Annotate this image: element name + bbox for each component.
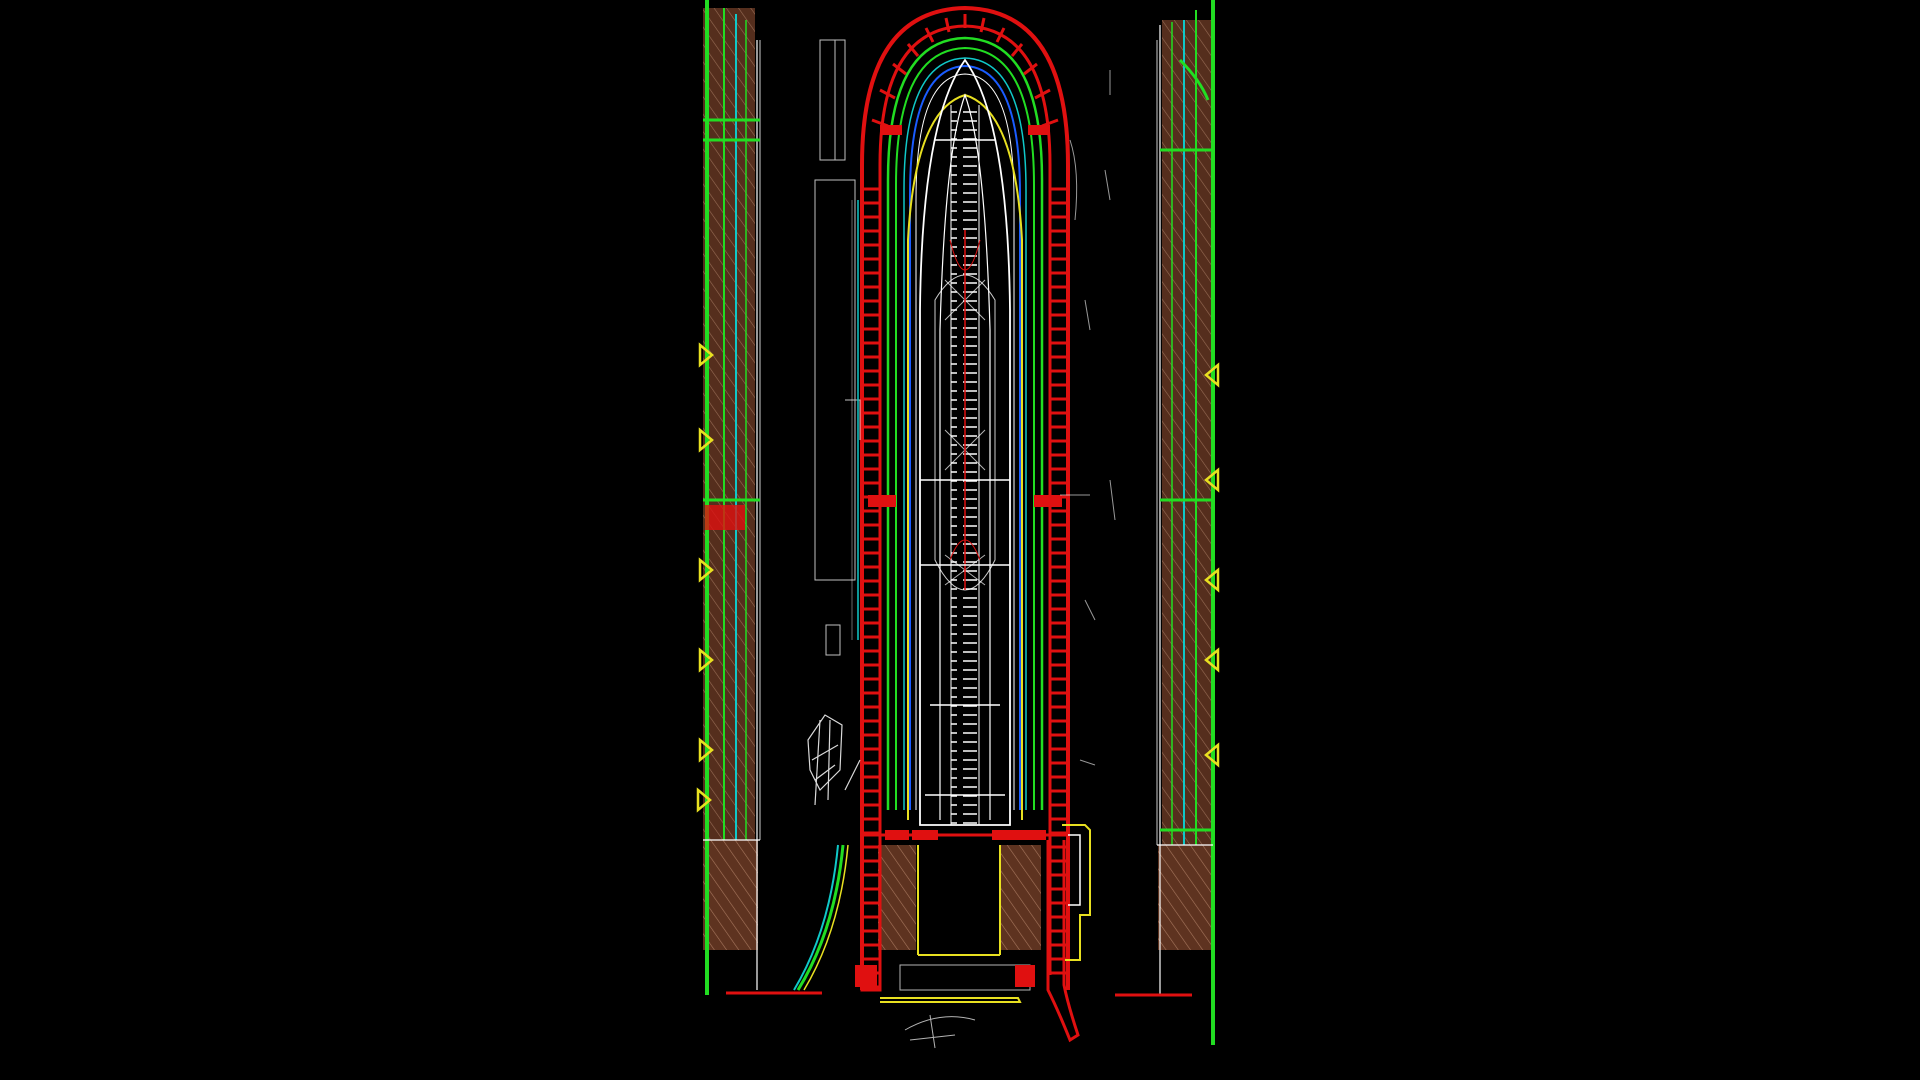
- vessel-hull: [919, 58, 1011, 826]
- dock-gate-structures: [855, 824, 1091, 1049]
- left-quay-wall: [696, 0, 822, 995]
- dry-dock-outline: [793, 5, 1116, 991]
- right-quay-wall: [1115, 0, 1220, 1045]
